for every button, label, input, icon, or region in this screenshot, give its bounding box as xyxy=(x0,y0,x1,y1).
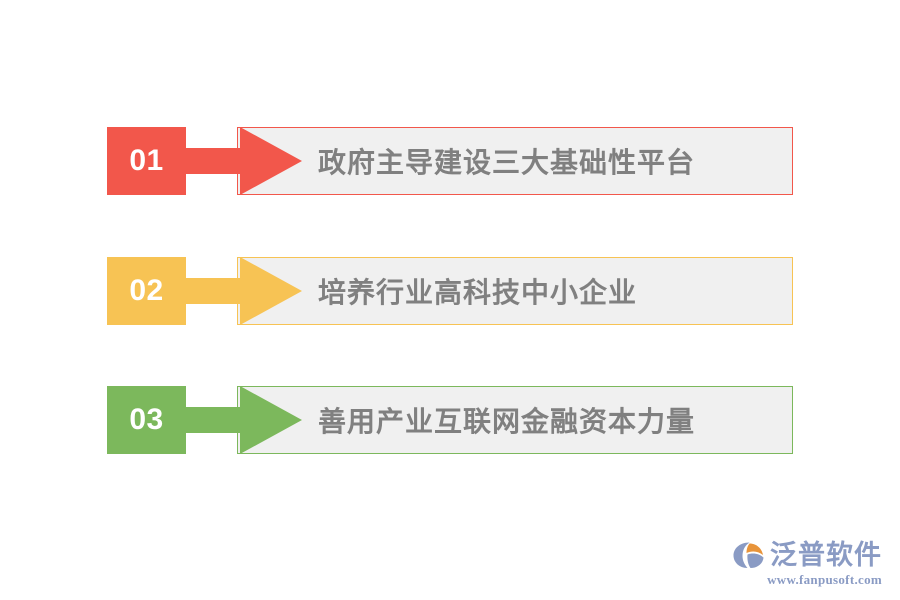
list-item: 01 政府主导建设三大基础性平台 xyxy=(107,127,794,195)
arrow-right-icon xyxy=(177,127,302,195)
row-number-label: 02 xyxy=(129,274,164,307)
list-item: 02 培养行业高科技中小企业 xyxy=(107,257,794,325)
list-item: 03 善用产业互联网金融资本力量 xyxy=(107,386,794,454)
brand-watermark: 泛普软件 www.fanpusoft.com xyxy=(732,540,882,586)
row-headline: 善用产业互联网金融资本力量 xyxy=(318,406,696,437)
fanpu-swoosh-logo-icon xyxy=(733,542,764,568)
row-number-box: 01 xyxy=(107,127,186,195)
arrow-right-icon xyxy=(177,257,302,325)
row-number-label: 03 xyxy=(129,403,164,436)
row-panel xyxy=(237,257,793,325)
row-number-box: 03 xyxy=(107,386,186,454)
logo-wordmark: 泛普软件 xyxy=(770,539,882,570)
row-panel xyxy=(237,386,793,454)
row-number-label: 01 xyxy=(129,144,164,177)
row-headline: 培养行业高科技中小企业 xyxy=(318,277,638,308)
row-headline: 政府主导建设三大基础性平台 xyxy=(318,147,696,178)
row-number-box: 02 xyxy=(107,257,186,325)
logo-top-line: 泛普软件 xyxy=(732,540,882,570)
logo-url: www.fanpusoft.com xyxy=(767,572,882,587)
row-panel xyxy=(237,127,793,195)
arrow-right-icon xyxy=(177,386,302,454)
